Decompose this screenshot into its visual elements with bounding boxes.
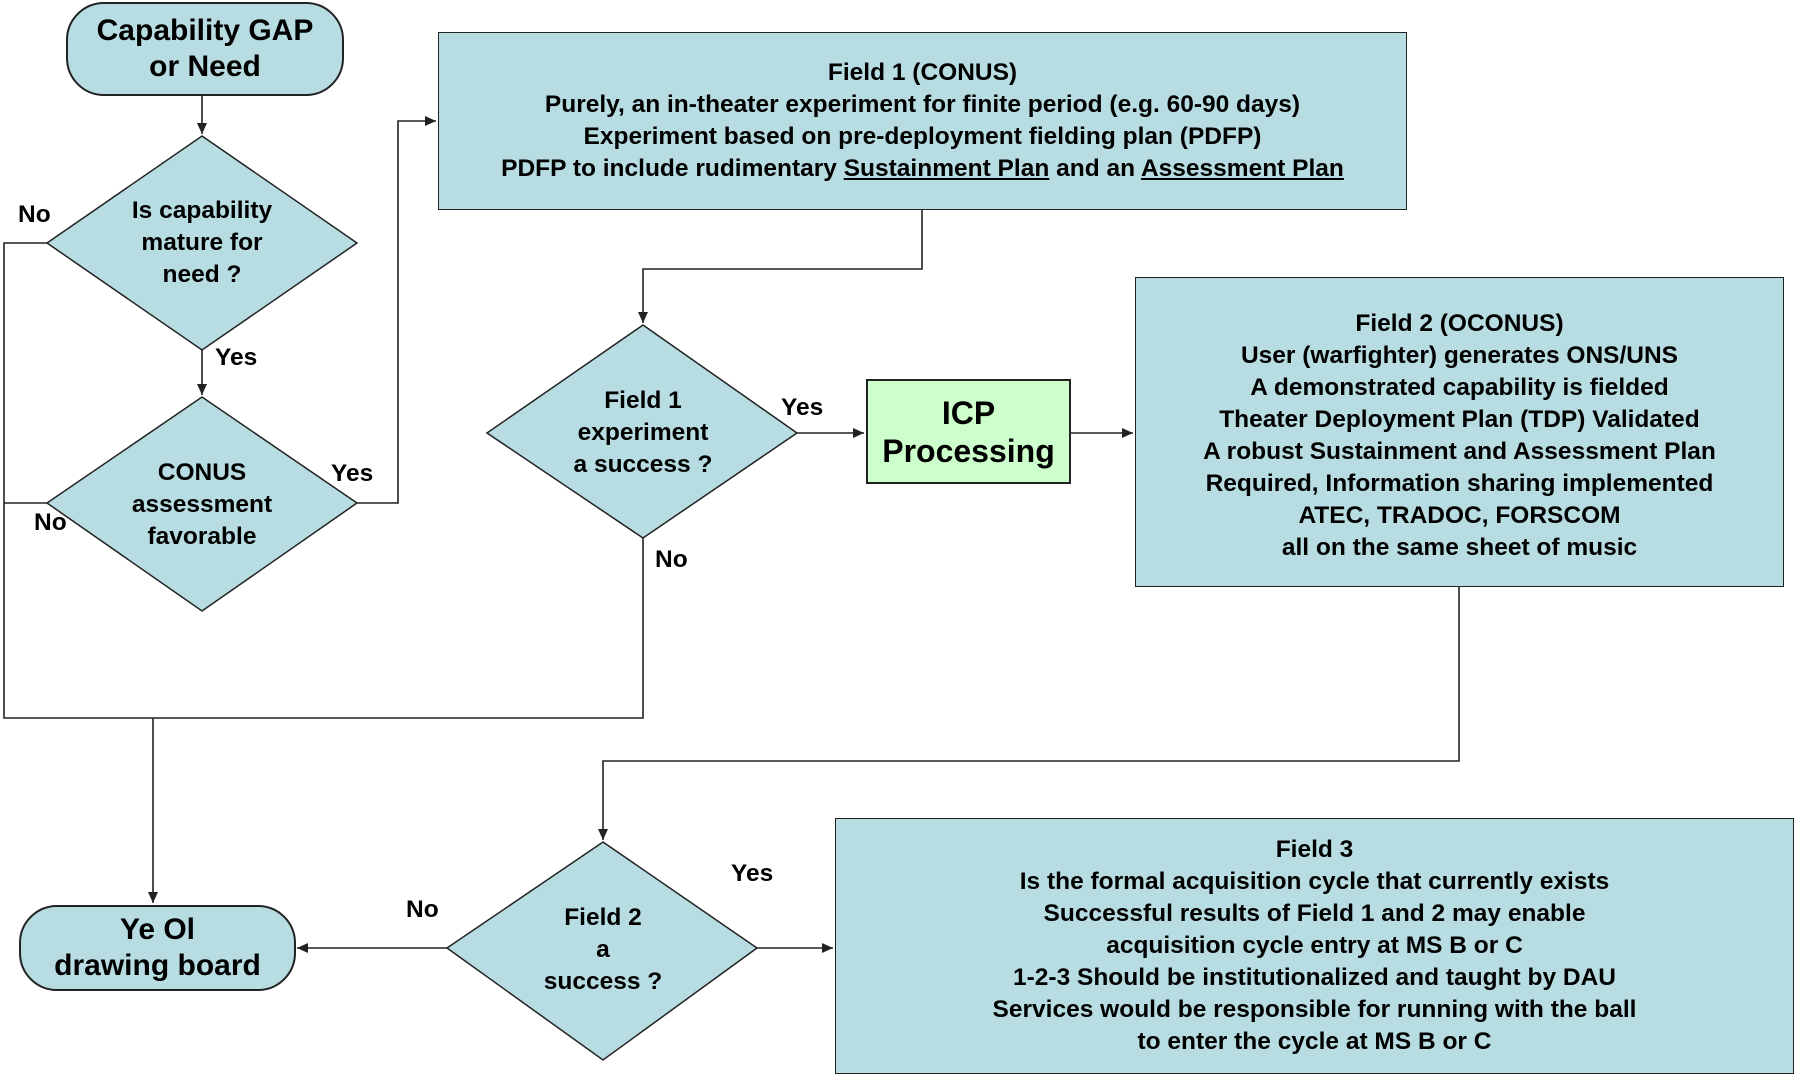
decision-mature-text: Is capability mature for need ? — [131, 197, 273, 288]
arrow-conus-yes — [357, 116, 436, 504]
field1-box: Field 1 (CONUS) Purely, an in-theater ex… — [438, 32, 1407, 210]
end-line1: Ye Ol — [119, 913, 196, 946]
label-no-mature: No — [18, 201, 51, 228]
line-mature-no — [3, 242, 644, 719]
label-no-field2: No — [406, 896, 439, 923]
start-line1: Capability GAP — [96, 14, 314, 47]
decision-field2-text: Field 2 a success ? — [543, 904, 663, 995]
drawing-board-terminal: Ye Ol drawing board — [19, 905, 296, 991]
arrow-field2-box-to-decision — [598, 587, 1460, 840]
label-no-conus: No — [34, 509, 67, 536]
end-line2: drawing board — [54, 949, 261, 982]
field3-title: Field 3 — [1275, 836, 1354, 863]
label-yes-conus: Yes — [331, 460, 374, 487]
label-yes-mature: Yes — [215, 344, 258, 371]
field2-title: Field 2 (OCONUS) — [1355, 310, 1564, 337]
start-terminal: Capability GAP or Need — [66, 2, 344, 96]
label-yes-field1: Yes — [781, 394, 824, 421]
start-line2: or Need — [149, 50, 261, 83]
label-no-field1: No — [655, 546, 688, 573]
arrow-field1-to-decision — [638, 210, 923, 323]
decision-field2-shape — [445, 841, 759, 1061]
decision-conus-text: CONUS assessment favorable — [131, 459, 273, 550]
label-yes-field2: Yes — [731, 860, 774, 887]
decision-field1-text: Field 1 experiment a success ? — [573, 387, 713, 478]
decision-conus-shape — [45, 396, 359, 612]
field1-title: Field 1 (CONUS) — [827, 59, 1018, 86]
field3-box: Field 3 Is the formal acquisition cycle … — [835, 818, 1794, 1074]
icp-processing-box: ICP Processing — [866, 379, 1071, 484]
field2-box: Field 2 (OCONUS) User (warfighter) gener… — [1135, 277, 1784, 587]
